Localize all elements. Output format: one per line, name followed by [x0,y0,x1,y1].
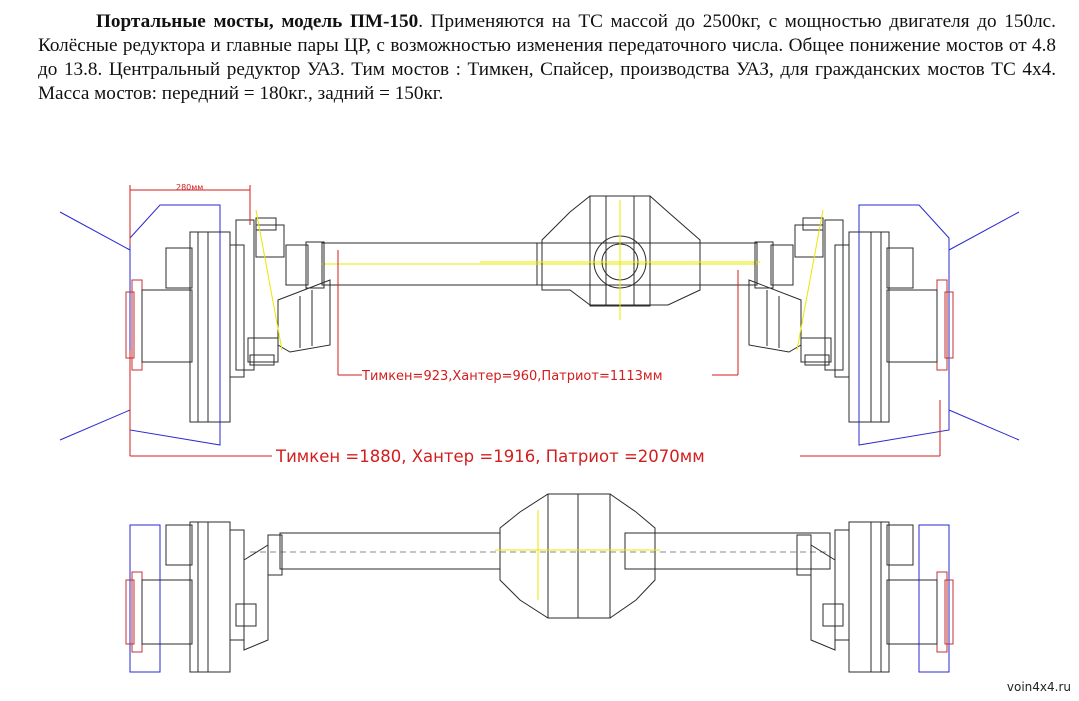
front-axle [59,195,1020,446]
dimension-inner-width: Тимкен=923,Хантер=960,Патриот=1113мм [361,369,663,384]
front-differential [480,195,760,320]
dimension-track-width: Тимкен =1880, Хантер =1916, Патриот =207… [275,447,705,466]
description-text: . Применяются на ТС массой до 2500кг, с … [38,11,1056,104]
rear-right-hub [796,521,954,673]
description-paragraph: Портальные мосты, модель ПМ-150. Применя… [38,10,1056,106]
front-right-hub [748,204,1020,446]
rear-axle [125,493,954,673]
watermark: voin4x4.ru [1006,680,1071,694]
dimension-hub-offset: 280мм [176,183,203,192]
rear-left-hub [125,521,283,673]
description-title: Портальные мосты, модель ПМ-150 [96,11,419,32]
dimension-lines [129,185,941,457]
front-left-hub [59,204,331,446]
